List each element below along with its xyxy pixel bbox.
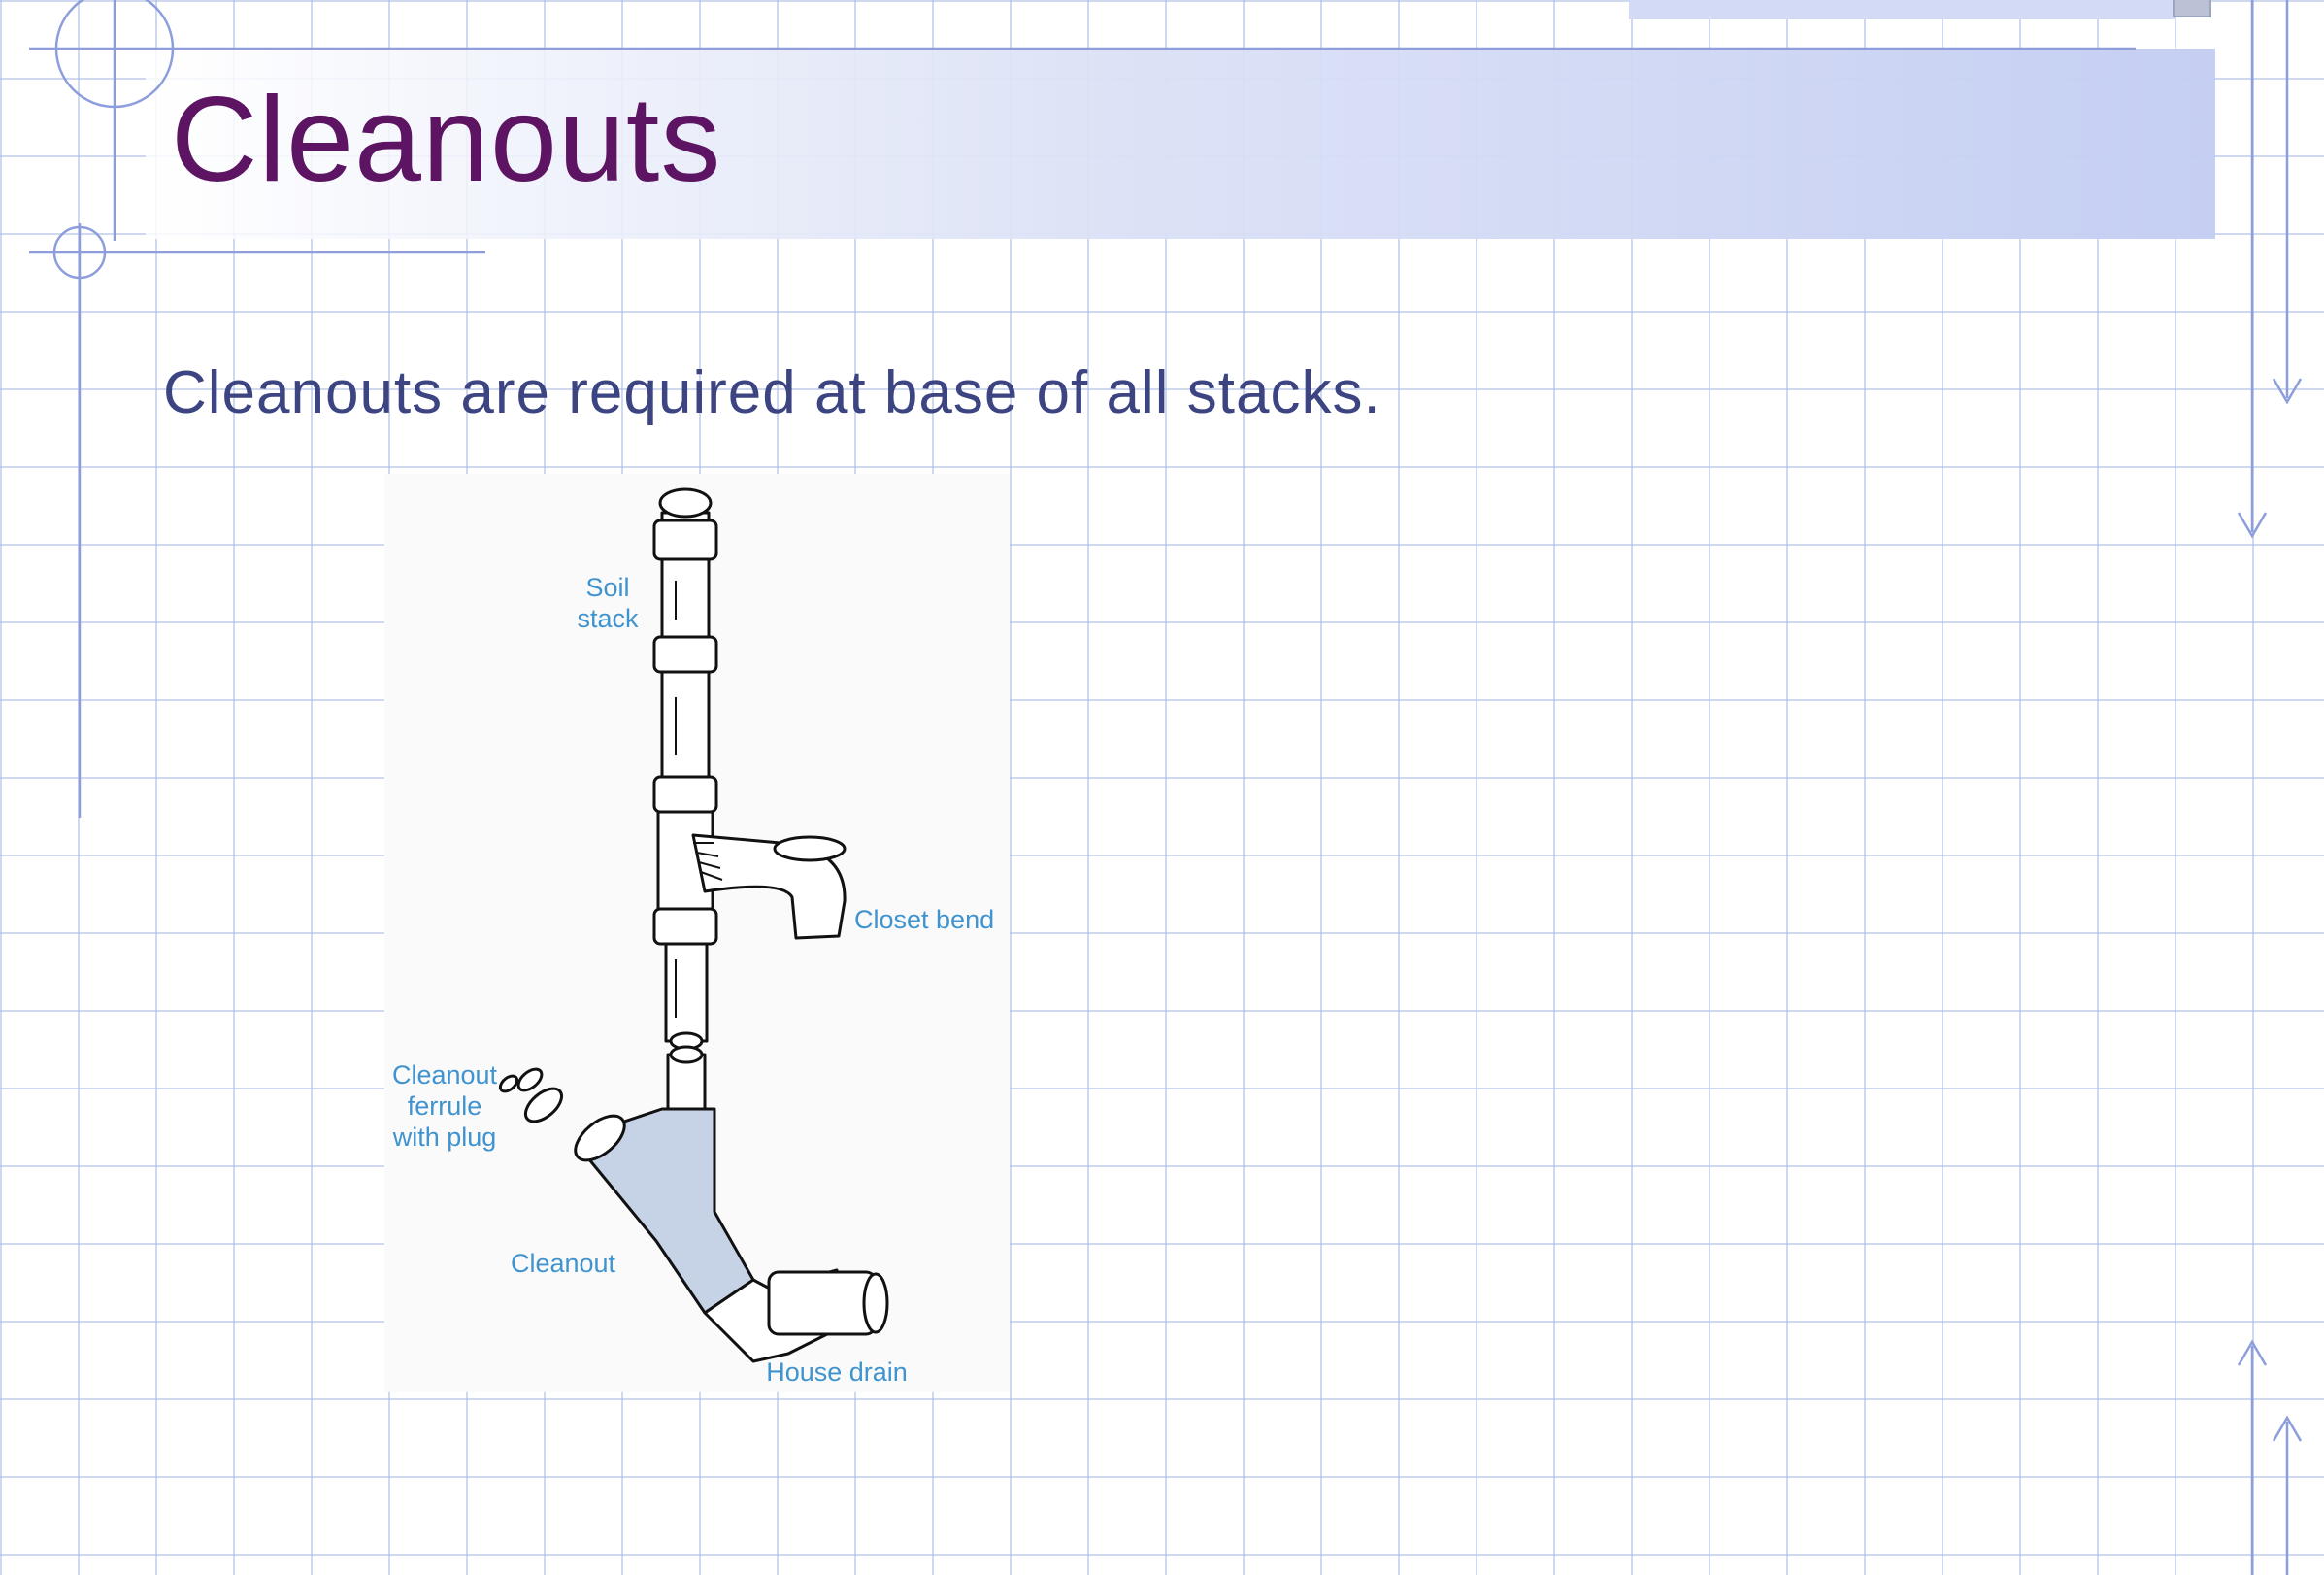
- wye-branch-opening: [574, 1114, 626, 1162]
- arrow-up-icon: [2237, 1339, 2268, 1366]
- cleanout-diagram: Soil stack Closet bend Cleanout ferrule …: [384, 474, 1010, 1392]
- label-ferrule: ferrule: [408, 1091, 482, 1121]
- closet-bend-opening: [773, 835, 847, 862]
- ferrule-icon: [523, 1087, 564, 1123]
- house-drain-opening: [862, 1272, 889, 1334]
- label-ferrule: with plug: [392, 1123, 497, 1152]
- arrow-down-icon: [2272, 378, 2303, 405]
- label-house-drain: House drain: [766, 1357, 908, 1387]
- pipe-top-opening: [658, 487, 713, 519]
- house-drain-pipe: [767, 1270, 878, 1336]
- pipe-illustration: Soil stack Closet bend Cleanout ferrule …: [392, 487, 994, 1387]
- pipe-hub: [652, 635, 718, 674]
- crosshair-circle-small: [52, 225, 107, 280]
- pipe-hub: [652, 775, 718, 814]
- label-soil-stack: stack: [577, 604, 639, 633]
- slide-title: Cleanouts: [171, 73, 722, 207]
- wye-inlet-pipe: [666, 1053, 707, 1115]
- label-ferrule: Cleanout: [392, 1060, 498, 1089]
- label-closet-bend: Closet bend: [854, 905, 994, 934]
- body-text: Cleanouts are required at base of all st…: [163, 359, 1381, 426]
- plug-icon: [498, 1074, 519, 1093]
- top-right-tab: [2173, 0, 2211, 17]
- arrow-up-icon: [2272, 1415, 2303, 1442]
- top-right-band: [1629, 0, 2176, 19]
- arrow-down-icon: [2237, 512, 2268, 539]
- label-soil-stack: Soil: [585, 573, 629, 602]
- label-cleanout: Cleanout: [511, 1249, 616, 1278]
- pipe-hub: [652, 907, 718, 946]
- title-band: [146, 49, 2215, 239]
- pipe-cut-end: [669, 1045, 704, 1064]
- ferrule-ring-icon: [516, 1067, 544, 1092]
- pipe-hub: [652, 519, 718, 561]
- stack-lower-pipe: [664, 942, 709, 1043]
